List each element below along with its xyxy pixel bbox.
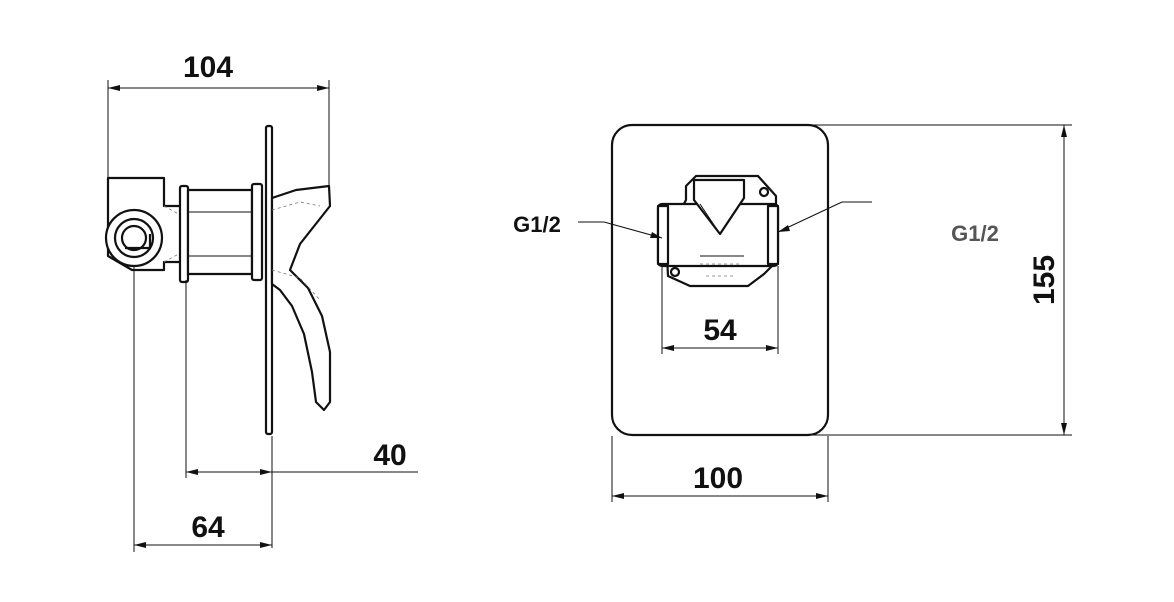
- valve-body-side: [104, 124, 332, 436]
- cover-plate-front: [610, 123, 830, 437]
- dimension-64: 64: [133, 266, 272, 552]
- side-view: 104: [104, 51, 418, 552]
- dimension-104: 104: [107, 51, 330, 186]
- dimension-104-label: 104: [183, 51, 233, 84]
- dimension-64-label: 64: [191, 511, 225, 544]
- valve-body-front: [656, 174, 780, 288]
- dimension-100: 100: [611, 436, 829, 502]
- dimension-54: 54: [661, 266, 779, 354]
- dimension-100-label: 100: [693, 462, 743, 495]
- dimension-54-label: 54: [703, 314, 737, 347]
- callout-g12-right: G1/2: [777, 201, 999, 246]
- inlet-label-left: G1/2: [513, 212, 561, 237]
- dimension-155: 155: [812, 124, 1072, 436]
- dimension-155-label: 155: [1028, 255, 1061, 305]
- front-view: 54 100 155 G1/2: [513, 123, 1072, 502]
- dimension-40: 40: [185, 280, 418, 548]
- inlet-label-right: G1/2: [951, 221, 999, 246]
- callout-g12-left: G1/2: [513, 212, 663, 239]
- dimension-40-label: 40: [373, 439, 406, 472]
